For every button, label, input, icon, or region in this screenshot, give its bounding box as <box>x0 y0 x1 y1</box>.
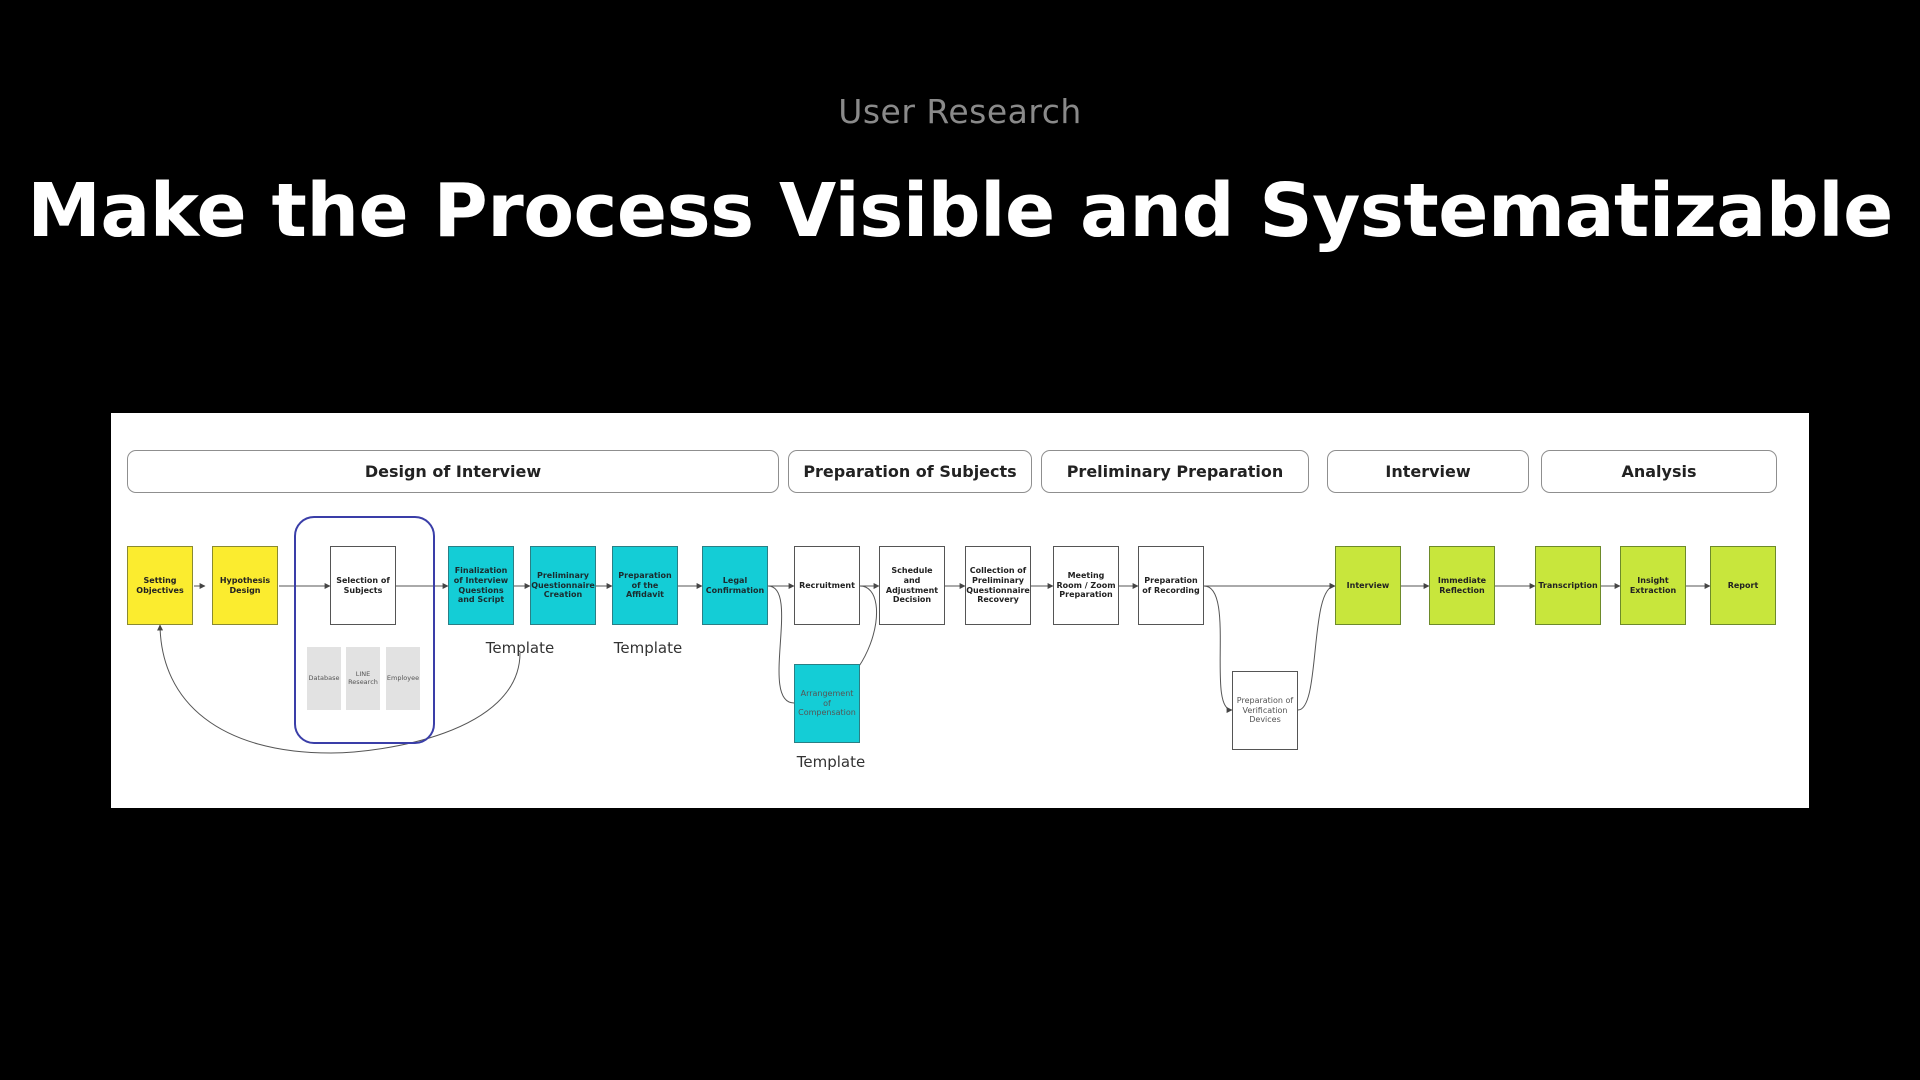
subject-source-employee: Employee <box>386 647 420 710</box>
node-interview: Interview <box>1335 546 1401 625</box>
node-report: Report <box>1710 546 1776 625</box>
phase-analysis: Analysis <box>1541 450 1777 493</box>
node-hypothesis-design: Hypothesis Design <box>212 546 278 625</box>
node-immediate-reflection: Immediate Reflection <box>1429 546 1495 625</box>
subject-selection-group <box>294 516 435 744</box>
phase-design-of-interview: Design of Interview <box>127 450 779 493</box>
node-transcription: Transcription <box>1535 546 1601 625</box>
node-setting-objectives: Setting Objectives <box>127 546 193 625</box>
node-preparation-of-recording: Preparation of Recording <box>1138 546 1204 625</box>
node-preparation-of-verification-devices: Preparation of Verification Devices <box>1232 671 1298 750</box>
node-preparation-of-affidavit: Preparation of the Affidavit <box>612 546 678 625</box>
node-meeting-room-preparation: Meeting Room / Zoom Preparation <box>1053 546 1119 625</box>
process-diagram: Design of Interview Preparation of Subje… <box>111 413 1809 808</box>
node-arrangement-of-compensation: Arrangement of Compensation <box>794 664 860 743</box>
node-schedule-adjustment: Schedule and Adjustment Decision <box>879 546 945 625</box>
connectors <box>157 583 1711 754</box>
template-note-questions: Template <box>485 639 555 657</box>
page-title: Make the Process Visible and Systematiza… <box>27 168 1893 254</box>
node-finalization-of-questions: Finalization of Interview Questions and … <box>448 546 514 625</box>
node-collection-of-questionnaire: Collection of Preliminary Questionnaire … <box>965 546 1031 625</box>
node-recruitment: Recruitment <box>794 546 860 625</box>
phase-interview: Interview <box>1327 450 1529 493</box>
node-selection-of-subjects: Selection of Subjects <box>330 546 396 625</box>
subtitle: User Research <box>838 92 1082 131</box>
node-preliminary-questionnaire: Preliminary Questionnaire Creation <box>530 546 596 625</box>
node-legal-confirmation: Legal Confirmation <box>702 546 768 625</box>
template-note-compensation: Template <box>796 753 866 771</box>
node-insight-extraction: Insight Extraction <box>1620 546 1686 625</box>
template-note-affidavit: Template <box>613 639 683 657</box>
subject-source-line-research: LINE Research <box>346 647 380 710</box>
subject-source-database: Database <box>307 647 341 710</box>
phase-preparation-of-subjects: Preparation of Subjects <box>788 450 1032 493</box>
phase-preliminary-preparation: Preliminary Preparation <box>1041 450 1309 493</box>
